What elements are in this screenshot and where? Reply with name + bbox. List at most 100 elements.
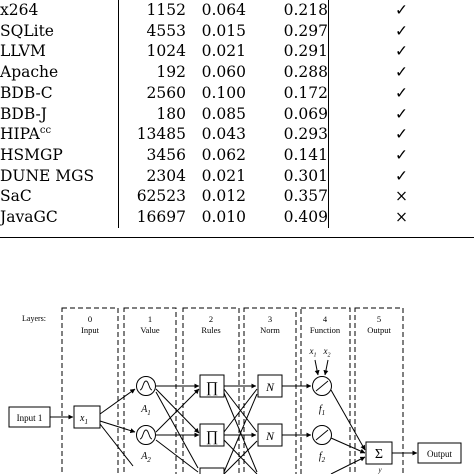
value-a-cell: 0.060 <box>201 63 246 82</box>
a2-membership-node <box>136 425 156 445</box>
layers-label: Layers: <box>22 314 46 323</box>
rule-3-product-node <box>199 467 225 474</box>
mark-cell: ✓ <box>328 62 474 83</box>
layer-0-name: Input <box>81 325 100 335</box>
system-cell: HIPAcc <box>0 124 119 145</box>
x-to-a2-arrow <box>99 420 136 433</box>
system-name: HSMGP <box>0 145 63 164</box>
count-cell: 2304 <box>118 165 186 187</box>
f2-to-sum-arrow <box>330 437 366 454</box>
a2-bell-curve-icon <box>139 429 153 440</box>
count-cell: 180 <box>118 103 186 125</box>
system-name: HIPA <box>0 125 40 144</box>
value-a-cell: 0.021 <box>201 166 246 185</box>
layer-2-number: 2 <box>209 314 213 324</box>
value-a-cell: 0.085 <box>201 104 246 123</box>
layer-5-number: 5 <box>377 314 381 324</box>
count-cell: 62523 <box>118 186 186 208</box>
rule2-to-norm1-line <box>223 388 258 433</box>
table-row: DUNE MGS 2304 0.021 0.301✓ <box>0 165 474 187</box>
value-b-cell: 0.297 <box>283 21 328 40</box>
table-row: SQLite 4553 0.015 0.297✓ <box>0 20 474 42</box>
value-b-cell: 0.172 <box>283 83 328 102</box>
system-cell: SaC <box>0 186 119 207</box>
func-input-x2-label: x2 <box>323 346 331 359</box>
rule-1-product-symbol: ∏ <box>206 380 218 396</box>
x1-node <box>73 405 101 429</box>
value-a-cell: 0.043 <box>201 125 246 144</box>
value-b-cell: 0.141 <box>283 145 328 164</box>
a1-label: A1 <box>140 404 151 417</box>
count-cell: 1152 <box>118 0 186 21</box>
f1-to-sum-arrow <box>330 389 366 451</box>
a1-bell-curve-icon <box>139 380 153 391</box>
value-a-cell: 0.100 <box>201 83 246 102</box>
norm-2-symbol: N <box>265 429 275 443</box>
input-1-label: Input 1 <box>17 413 43 423</box>
f1-linear-icon <box>315 380 329 392</box>
mark-cell: ✓ <box>328 20 474 42</box>
mark-cell: ✓ <box>328 165 474 187</box>
system-cell: SQLite <box>0 21 119 42</box>
value-b-cell: 0.301 <box>283 166 328 185</box>
x2-to-f1-arrow <box>323 359 329 376</box>
count-cell: 192 <box>118 62 186 83</box>
system-name: LLVM <box>0 42 46 61</box>
mark-cell: × <box>328 186 474 208</box>
system-cell: x264 <box>0 0 119 21</box>
anfis-architecture-diagram: Layers: 0 Input 1 Value 2 Rules 3 Norm 4… <box>8 307 462 474</box>
layer-4-name: Function <box>310 325 341 335</box>
rule-2-product-symbol: ∏ <box>206 429 218 445</box>
value-b-cell: 0.218 <box>283 1 328 19</box>
system-name: SaC <box>0 187 32 206</box>
sum-subscript: y <box>377 466 382 474</box>
count-cell: 4553 <box>118 20 186 42</box>
func-input-x1-label: x1 <box>309 346 317 359</box>
value-b-cell: 0.069 <box>283 104 328 123</box>
a2-to-rule1-arrow <box>155 388 200 433</box>
f2-linear-icon <box>315 429 329 441</box>
lower-to-sum-arrow <box>330 456 366 474</box>
layer-2-name: Rules <box>201 325 220 335</box>
count-cell: 13485 <box>118 124 186 145</box>
mark-cell: ✓ <box>328 82 474 104</box>
layer-4-column <box>300 307 351 474</box>
layer-1-number: 1 <box>148 314 152 324</box>
norm-1-symbol: N <box>265 380 275 394</box>
table-bottom-rule <box>0 237 474 238</box>
layer-1-column <box>123 307 177 474</box>
system-name: DUNE MGS <box>0 166 95 185</box>
layer-4-number: 4 <box>323 314 328 324</box>
output-box <box>417 442 462 464</box>
mark-cell: ✓ <box>328 103 474 125</box>
system-superscript: cc <box>39 125 52 137</box>
f2-label: f2 <box>319 451 326 464</box>
rule3-to-norm2-line <box>223 440 258 474</box>
system-name: SQLite <box>0 21 54 40</box>
layer-1-name: Value <box>140 325 160 335</box>
value-a-cell: 0.015 <box>201 21 246 40</box>
system-name: BDB-J <box>0 104 47 123</box>
table-row: BDB-J 180 0.085 0.069✓ <box>0 103 474 125</box>
value-a-cell: 0.021 <box>201 42 246 61</box>
layer-0-column <box>61 307 119 474</box>
mark-cell: ✓ <box>328 124 474 145</box>
mark-cell: ✓ <box>328 41 474 63</box>
mark-cell: ✓ <box>328 144 474 166</box>
system-cell: JavaGC <box>0 207 119 228</box>
layer-2-column <box>182 307 240 474</box>
value-b-cell: 0.293 <box>283 125 328 144</box>
layer-0-number: 0 <box>88 314 92 324</box>
value-b-cell: 0.357 <box>283 187 328 206</box>
value-b-cell: 0.288 <box>283 63 328 82</box>
x-to-a1-arrow <box>99 388 136 415</box>
f1-label: f1 <box>319 404 325 417</box>
